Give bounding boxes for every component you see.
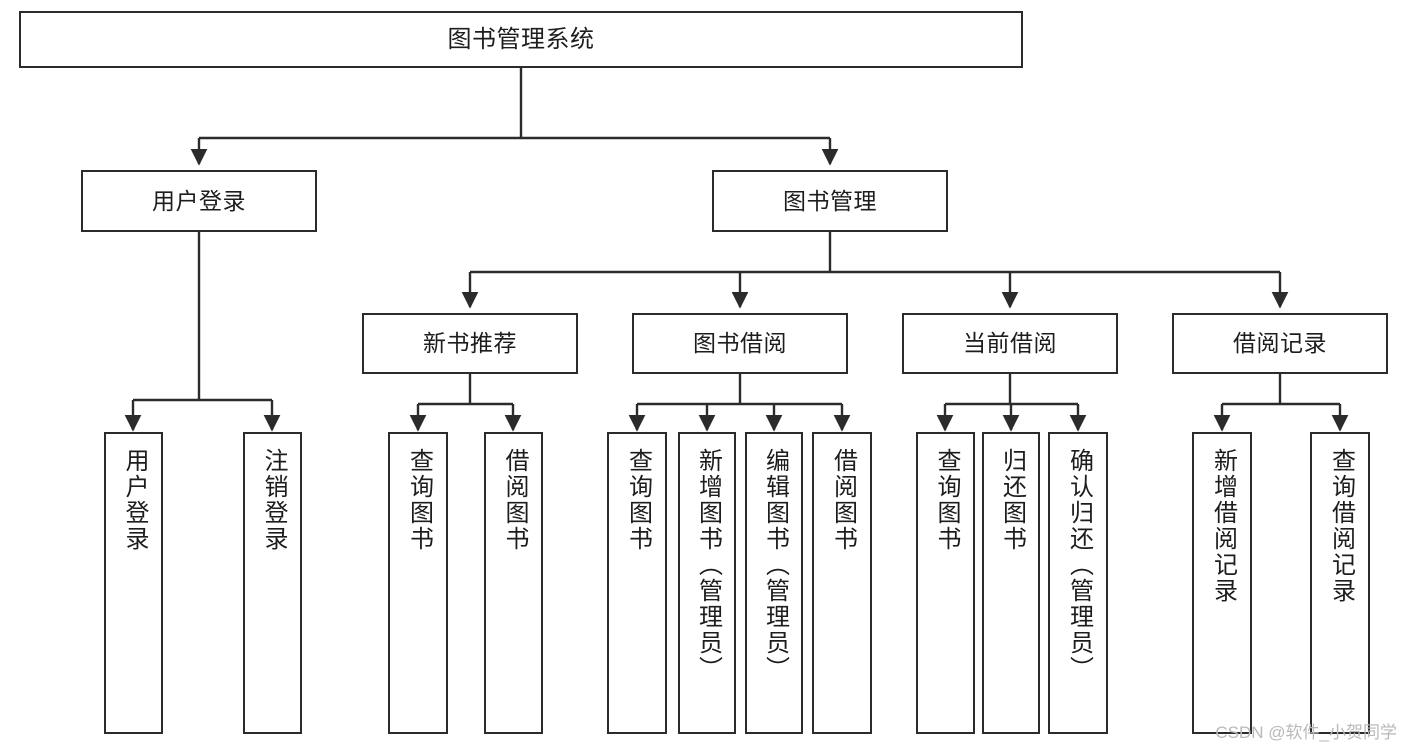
leaf-query-book-borrow[interactable]: 查询图书 — [607, 432, 667, 734]
node-label: 查询图书 — [932, 448, 960, 552]
leaf-add-borrow-record[interactable]: 新增借阅记录 — [1192, 432, 1252, 734]
node-label: 新增图书（管理员） — [694, 448, 722, 682]
node-current-borrow[interactable]: 当前借阅 — [902, 313, 1118, 374]
leaf-borrow-book-recommend[interactable]: 借阅图书 — [484, 432, 543, 734]
node-label: 确认归还（管理员） — [1065, 448, 1093, 682]
leaf-return-book[interactable]: 归还图书 — [982, 432, 1040, 734]
node-book-borrow[interactable]: 图书借阅 — [632, 313, 848, 374]
node-label: 图书管理 — [783, 187, 877, 214]
node-book-management[interactable]: 图书管理 — [712, 170, 948, 232]
leaf-query-book-recommend[interactable]: 查询图书 — [388, 432, 448, 734]
leaf-borrow-book[interactable]: 借阅图书 — [812, 432, 872, 734]
watermark-text: CSDN @软件_小贺同学 — [1215, 723, 1397, 742]
node-label: 图书借阅 — [693, 330, 787, 356]
leaf-confirm-return-admin[interactable]: 确认归还（管理员） — [1048, 432, 1108, 734]
node-label: 借阅记录 — [1233, 330, 1327, 356]
node-label: 用户登录 — [152, 187, 246, 214]
node-user-login[interactable]: 用户登录 — [81, 170, 317, 232]
node-label: 图书管理系统 — [447, 25, 595, 53]
node-label: 归还图书 — [998, 448, 1026, 552]
node-root-book-management-system[interactable]: 图书管理系统 — [19, 11, 1023, 68]
leaf-query-book-current[interactable]: 查询图书 — [916, 432, 975, 734]
node-label: 当前借阅 — [963, 330, 1057, 356]
node-label: 编辑图书（管理员） — [761, 448, 789, 682]
node-new-book-recommend[interactable]: 新书推荐 — [362, 313, 578, 374]
node-label: 借阅图书 — [500, 448, 528, 552]
node-borrow-record[interactable]: 借阅记录 — [1172, 313, 1388, 374]
leaf-user-login[interactable]: 用户登录 — [104, 432, 163, 734]
node-label: 查询图书 — [405, 448, 433, 552]
leaf-add-book-admin[interactable]: 新增图书（管理员） — [678, 432, 736, 734]
node-label: 新增借阅记录 — [1209, 448, 1237, 604]
node-label: 借阅图书 — [829, 448, 857, 552]
node-label: 查询图书 — [624, 448, 652, 552]
node-label: 注销登录 — [259, 448, 287, 552]
node-label: 新书推荐 — [423, 330, 517, 356]
leaf-query-borrow-record[interactable]: 查询借阅记录 — [1310, 432, 1370, 734]
node-label: 查询借阅记录 — [1327, 448, 1355, 604]
node-label: 用户登录 — [120, 448, 148, 552]
leaf-user-logout[interactable]: 注销登录 — [243, 432, 302, 734]
leaf-edit-book-admin[interactable]: 编辑图书（管理员） — [745, 432, 803, 734]
